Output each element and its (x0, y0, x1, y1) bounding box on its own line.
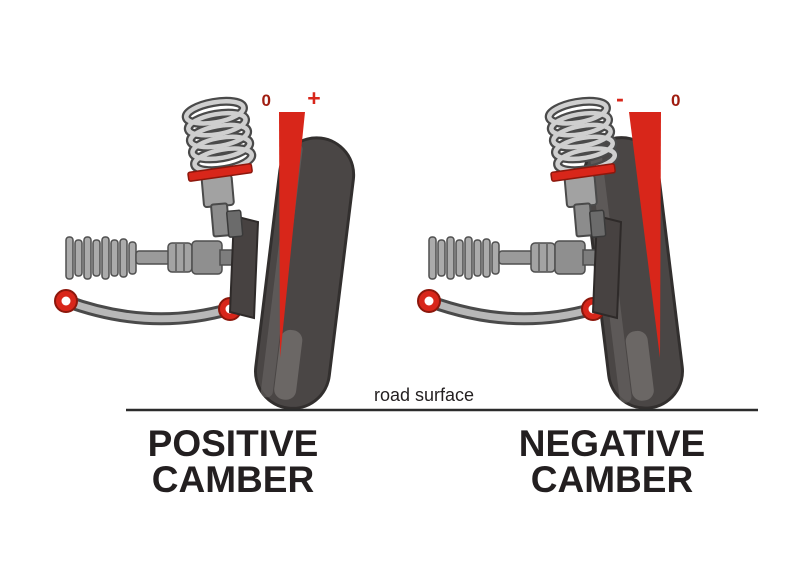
gauge-zero-left: 0 (262, 91, 271, 110)
gauge-sign-right: - (616, 85, 624, 111)
gauge-zero-right: 0 (671, 91, 680, 110)
title-positive-line2: CAMBER (152, 459, 314, 500)
wheel-positive-camber (254, 136, 356, 410)
gauge-sign-left: + (307, 85, 320, 111)
suspension-assembly-left (55, 97, 258, 320)
title-positive-line1: POSITIVE (148, 423, 319, 464)
camber-wedge-positive (279, 112, 305, 358)
road-surface-label: road surface (374, 385, 474, 405)
rim-highlight (625, 330, 654, 401)
camber-wedge-negative (629, 112, 661, 358)
rim-highlight (274, 329, 303, 400)
title-negative-line2: CAMBER (531, 459, 693, 500)
title-negative-line1: NEGATIVE (519, 423, 705, 464)
suspension-assembly-right (418, 97, 621, 320)
